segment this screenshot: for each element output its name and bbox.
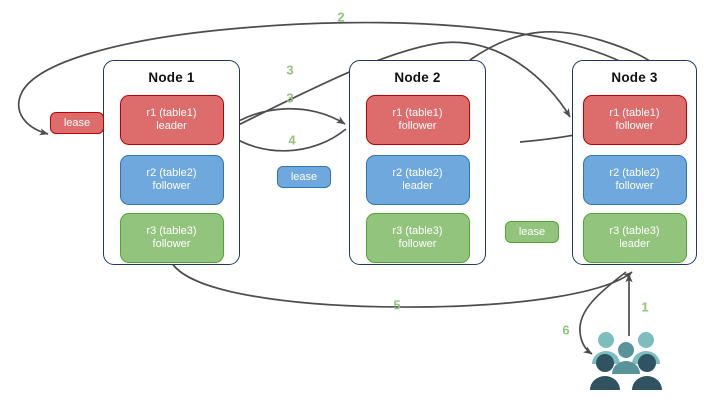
node-title: Node 1 (148, 70, 195, 85)
replica-r3[interactable]: r3 (table3) follower (365, 213, 470, 263)
replica-role: leader (619, 238, 650, 250)
replica-name: r1 (table1) (146, 106, 197, 119)
replica-r3[interactable]: r3 (table3) follower (119, 213, 224, 263)
replica-name: r3 (table3) (609, 224, 660, 237)
replica-r2[interactable]: r2 (table2) follower (582, 155, 687, 205)
lease-badge-r1[interactable]: lease (50, 112, 104, 134)
replica-name: r3 (table3) (392, 224, 443, 237)
replica-role: follower (615, 180, 654, 192)
arrow-step-3-node1-to-node3 (225, 41, 571, 132)
arrow-step-2-main (17, 21, 641, 136)
replica-r1[interactable]: r1 (table1) leader (119, 95, 224, 145)
users-middle-figure (612, 342, 640, 374)
users-front-row (590, 354, 662, 390)
step-label-3b: 3 (286, 90, 294, 106)
replica-r1[interactable]: r1 (table1) follower (365, 95, 470, 145)
replica-r3[interactable]: r3 (table3) leader (582, 213, 687, 263)
step-label-1: 1 (641, 299, 649, 315)
step-label-2: 2 (337, 9, 345, 25)
arrow-step-4-node2-to-node1 (229, 128, 347, 152)
replica-role: follower (398, 120, 437, 132)
replica-name: r1 (table1) (609, 106, 660, 119)
users-group-icon (590, 332, 662, 390)
arrow-step-5-node1-to-node3 (171, 262, 633, 308)
step-label-6: 6 (562, 322, 570, 338)
replica-role: leader (156, 120, 187, 132)
lease-badge-r3[interactable]: lease (505, 221, 559, 243)
replica-name: r2 (table2) (146, 166, 197, 179)
arrow-step-6-node3-to-users (579, 271, 627, 355)
node-title: Node 2 (394, 70, 441, 85)
replica-role: follower (398, 238, 437, 250)
step-label-3a: 3 (286, 62, 294, 78)
node-card-2[interactable]: Node 2 r1 (table1) follower r2 (table2) … (349, 60, 486, 265)
replica-r1[interactable]: r1 (table1) follower (582, 95, 687, 145)
replica-name: r1 (table1) (392, 106, 443, 119)
node-card-3[interactable]: Node 3 r1 (table1) follower r2 (table2) … (572, 60, 697, 265)
replica-name: r2 (table2) (609, 166, 660, 179)
replica-r2[interactable]: r2 (table2) leader (365, 155, 470, 205)
replica-role: follower (152, 238, 191, 250)
replica-name: r2 (table2) (392, 166, 443, 179)
step-label-5: 5 (393, 297, 401, 313)
step-label-4: 4 (288, 132, 296, 148)
replica-r2[interactable]: r2 (table2) follower (119, 155, 224, 205)
node-title: Node 3 (611, 70, 658, 85)
users-back-row (592, 332, 660, 364)
lease-badge-r2[interactable]: lease (277, 166, 331, 188)
replica-role: leader (402, 180, 433, 192)
node-card-1[interactable]: Node 1 r1 (table1) leader r2 (table2) fo… (103, 60, 240, 265)
arrow-step-3-node1-to-node2 (225, 108, 346, 130)
replica-role: follower (152, 180, 191, 192)
replica-name: r3 (table3) (146, 224, 197, 237)
replica-role: follower (615, 120, 654, 132)
